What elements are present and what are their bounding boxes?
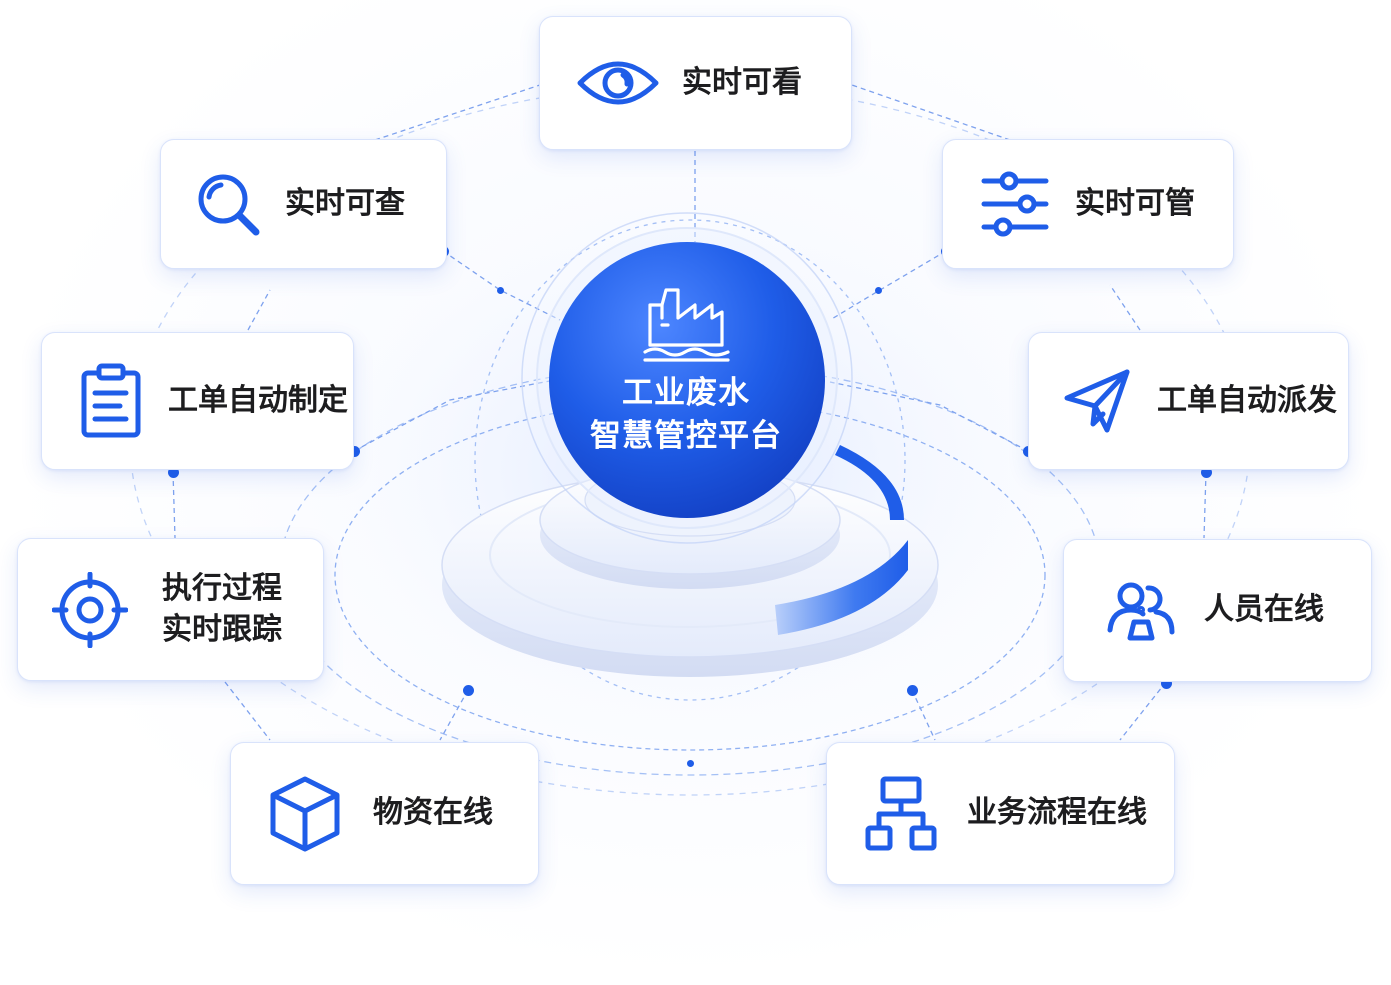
users-icon	[1106, 580, 1176, 642]
node-label: 实时可看	[682, 64, 802, 100]
center-orb	[549, 242, 825, 518]
clipboard-icon	[80, 363, 142, 439]
node-materials-online[interactable]: 物资在线	[230, 742, 539, 885]
node-label: 物资在线	[373, 795, 493, 831]
center-title: 工业废水 智慧管控平台	[546, 372, 826, 458]
node-auto-dispatch-workorder[interactable]: 工单自动派发	[1028, 332, 1349, 470]
platform-base	[441, 445, 939, 677]
connector-dot	[874, 286, 882, 294]
connector-lines	[172, 84, 1207, 741]
factory-water-icon	[643, 288, 730, 362]
node-label: 工单自动派发	[1157, 382, 1337, 418]
connector-dot	[1160, 677, 1172, 689]
target-icon	[52, 571, 128, 648]
center-title-line-2: 智慧管控平台	[590, 418, 782, 454]
center-title-line-1: 工业废水	[622, 375, 750, 411]
node-label: 业务流程在线	[967, 795, 1147, 831]
node-workflow-online[interactable]: 业务流程在线	[826, 742, 1175, 885]
connector-dot	[348, 445, 360, 457]
connector-dot	[906, 684, 918, 696]
orb-halo	[521, 212, 853, 544]
paper-plane-icon	[1063, 368, 1131, 434]
node-realtime-query[interactable]: 实时可查	[160, 139, 447, 269]
flowchart-icon	[865, 776, 937, 852]
node-realtime-view[interactable]: 实时可看	[539, 16, 852, 150]
node-label-line-1: 执行过程	[162, 571, 282, 606]
connector-dot	[496, 286, 504, 294]
node-label: 实时可查	[285, 185, 405, 221]
eye-icon	[576, 53, 660, 113]
node-auto-create-workorder[interactable]: 工单自动制定	[41, 332, 354, 470]
connector-dot	[462, 684, 474, 696]
connector-dot	[686, 759, 694, 767]
sliders-icon	[981, 171, 1049, 237]
node-label: 实时可管	[1075, 185, 1195, 221]
node-realtime-manage[interactable]: 实时可管	[942, 139, 1234, 269]
node-execution-tracking[interactable]: 执行过程 实时跟踪	[17, 538, 324, 681]
connector-dot	[1200, 466, 1212, 478]
node-label: 执行过程 实时跟踪	[162, 569, 282, 650]
node-label-line-2: 实时跟踪	[162, 611, 282, 647]
node-staff-online[interactable]: 人员在线	[1063, 539, 1372, 682]
cube-icon	[269, 775, 341, 853]
node-label: 人员在线	[1204, 592, 1324, 628]
search-icon	[195, 171, 261, 237]
connector-dot	[167, 466, 179, 478]
node-label: 工单自动制定	[168, 382, 348, 418]
